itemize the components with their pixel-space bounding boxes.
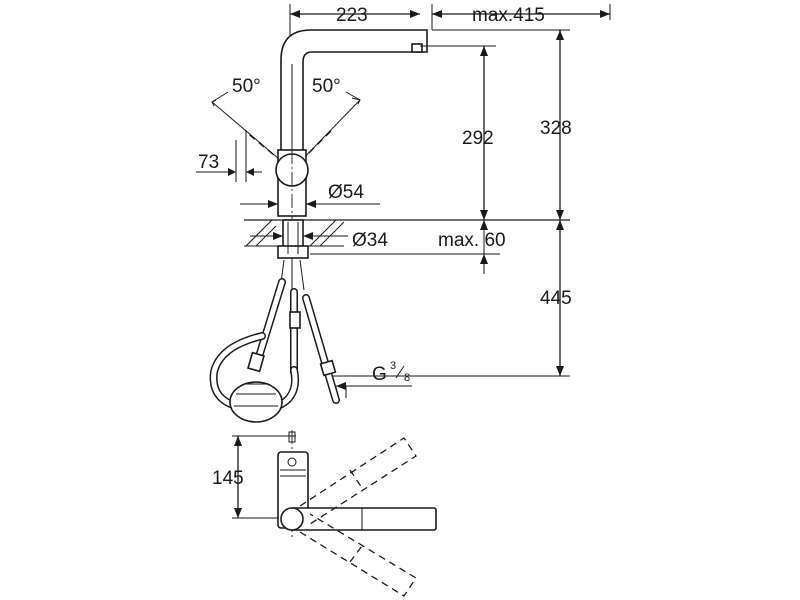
- max-thickness-label: max. 60: [438, 230, 506, 251]
- under-length-label: 445: [540, 288, 572, 309]
- spout-height-label: 292: [462, 128, 494, 149]
- angle-right-label: 50°: [312, 76, 341, 97]
- plan-dimension-label: 145: [212, 468, 244, 489]
- body-diameter-label: Ø54: [328, 182, 364, 203]
- thread-numerator: 3: [390, 360, 396, 372]
- max-reach-label: max.415: [472, 5, 545, 26]
- faucet-plan-view: 145: [212, 430, 437, 597]
- supply-hoses: [209, 258, 340, 423]
- spout: [280, 29, 428, 161]
- angle-left-label: 50°: [232, 76, 261, 97]
- faucet-elevation-view: 223 max.415 50° 50° 73: [196, 4, 611, 423]
- thread-denominator: 8: [404, 372, 410, 384]
- shank-diameter-label: Ø34: [352, 230, 388, 251]
- lever-height-label: 73: [198, 152, 219, 173]
- thread-label: G: [372, 364, 387, 385]
- swivel-position-down: [299, 513, 417, 597]
- hose-weight: [229, 381, 283, 423]
- total-height-label: 328: [540, 118, 572, 139]
- spout-reach-label: 223: [336, 5, 368, 26]
- countertop-hatching: [245, 219, 345, 247]
- plan-spout: [289, 507, 437, 531]
